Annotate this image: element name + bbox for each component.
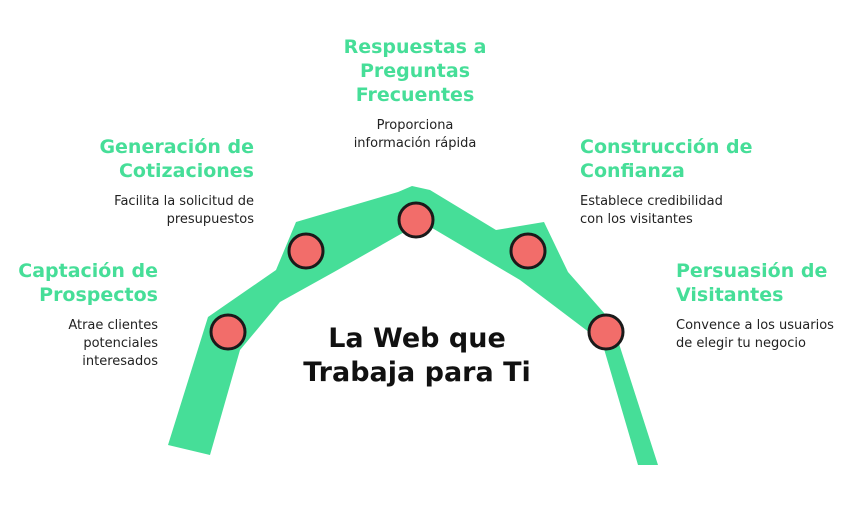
node-cotizaciones (287, 232, 325, 270)
step-title: Respuestas a Preguntas Frecuentes (343, 36, 487, 106)
step-title: Persuasión de Visitantes (676, 260, 828, 306)
node-captacion (209, 313, 247, 351)
step-description: Establece credibilidad con los visitante… (580, 194, 723, 227)
step-captacion: Captación de Prospectos Atrae clientes p… (8, 259, 158, 371)
step-respuestas: Respuestas a Preguntas Frecuentes Propor… (320, 35, 510, 153)
step-cotizaciones: Generación de Cotizaciones Facilita la s… (70, 135, 254, 229)
step-description: Proporciona información rápida (353, 118, 477, 151)
node-confianza (509, 232, 547, 270)
step-description: Facilita la solicitud de presupuestos (114, 194, 254, 227)
step-confianza: Construcción de Confianza Establece cred… (580, 135, 760, 229)
node-persuasion (587, 313, 625, 351)
step-title: Captación de Prospectos (18, 260, 158, 306)
step-description: Atrae clientes potenciales interesados (68, 318, 158, 369)
center-title: La Web que Trabaja para Ti (303, 323, 531, 388)
step-persuasion: Persuasión de Visitantes Convence a los … (676, 259, 846, 353)
step-description: Convence a los usuarios de elegir tu neg… (676, 318, 834, 351)
node-respuestas (397, 201, 435, 239)
step-title: Construcción de Confianza (580, 136, 753, 182)
step-title: Generación de Cotizaciones (99, 136, 254, 182)
